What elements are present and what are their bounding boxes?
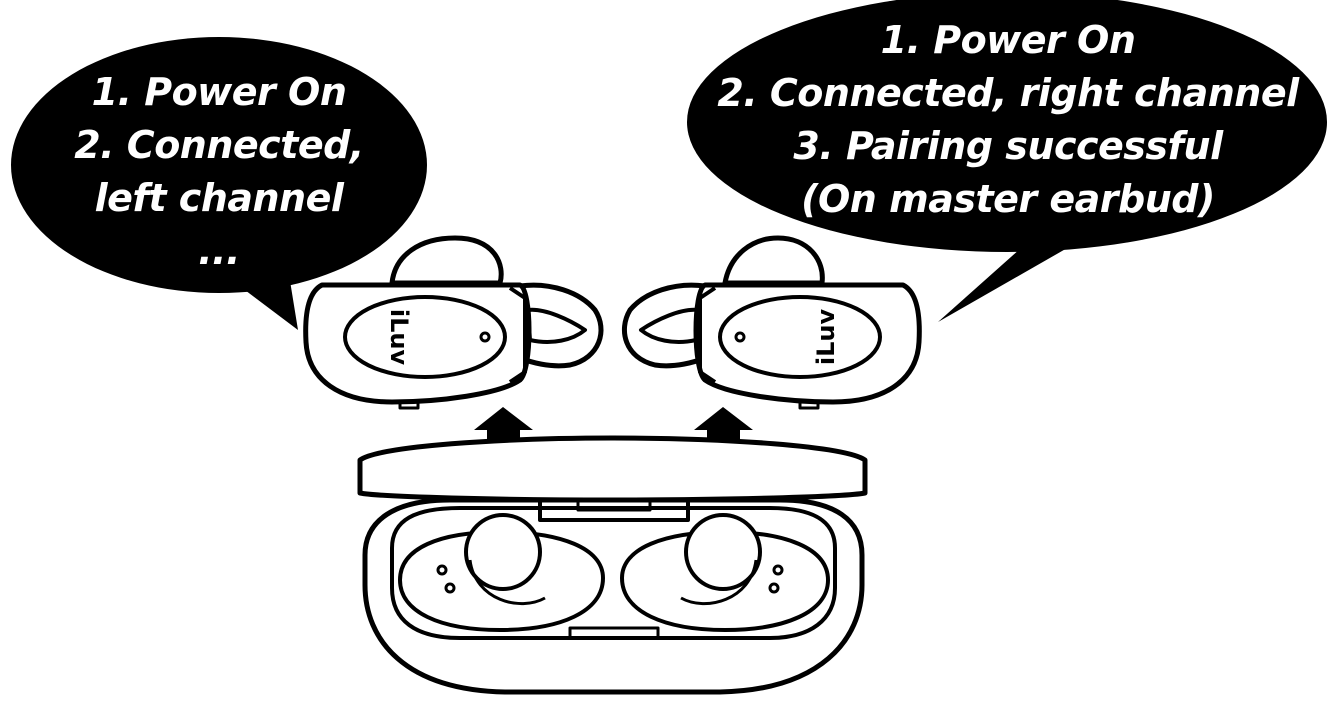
case-lid (357, 435, 868, 503)
left-bubble-line-4: ... (198, 229, 240, 273)
left-earbud: iLuv (303, 235, 604, 410)
left-earbud-brand: iLuv (385, 309, 413, 366)
right-bubble-line-4: (On master earbud) (801, 177, 1215, 221)
left-speech-bubble (11, 37, 427, 330)
right-earbud-brand: iLuv (812, 309, 840, 366)
left-bubble-line-2: 2. Connected, (74, 123, 364, 167)
charging-case (362, 497, 865, 695)
right-earbud: iLuv (621, 235, 922, 410)
right-bubble-line-2: 2. Connected, right channel (717, 71, 1299, 115)
left-bubble-line-3: left channel (94, 176, 344, 220)
right-bubble-text: 1. Power On 2. Connected, right channel … (690, 14, 1326, 226)
right-bubble-line-3: 3. Pairing successful (793, 124, 1223, 168)
left-bubble-text: 1. Power On 2. Connected, left channel .… (20, 66, 418, 278)
right-speech-bubble (687, 0, 1327, 322)
left-bubble-line-1: 1. Power On (91, 70, 347, 114)
right-bubble-line-1: 1. Power On (880, 18, 1136, 62)
